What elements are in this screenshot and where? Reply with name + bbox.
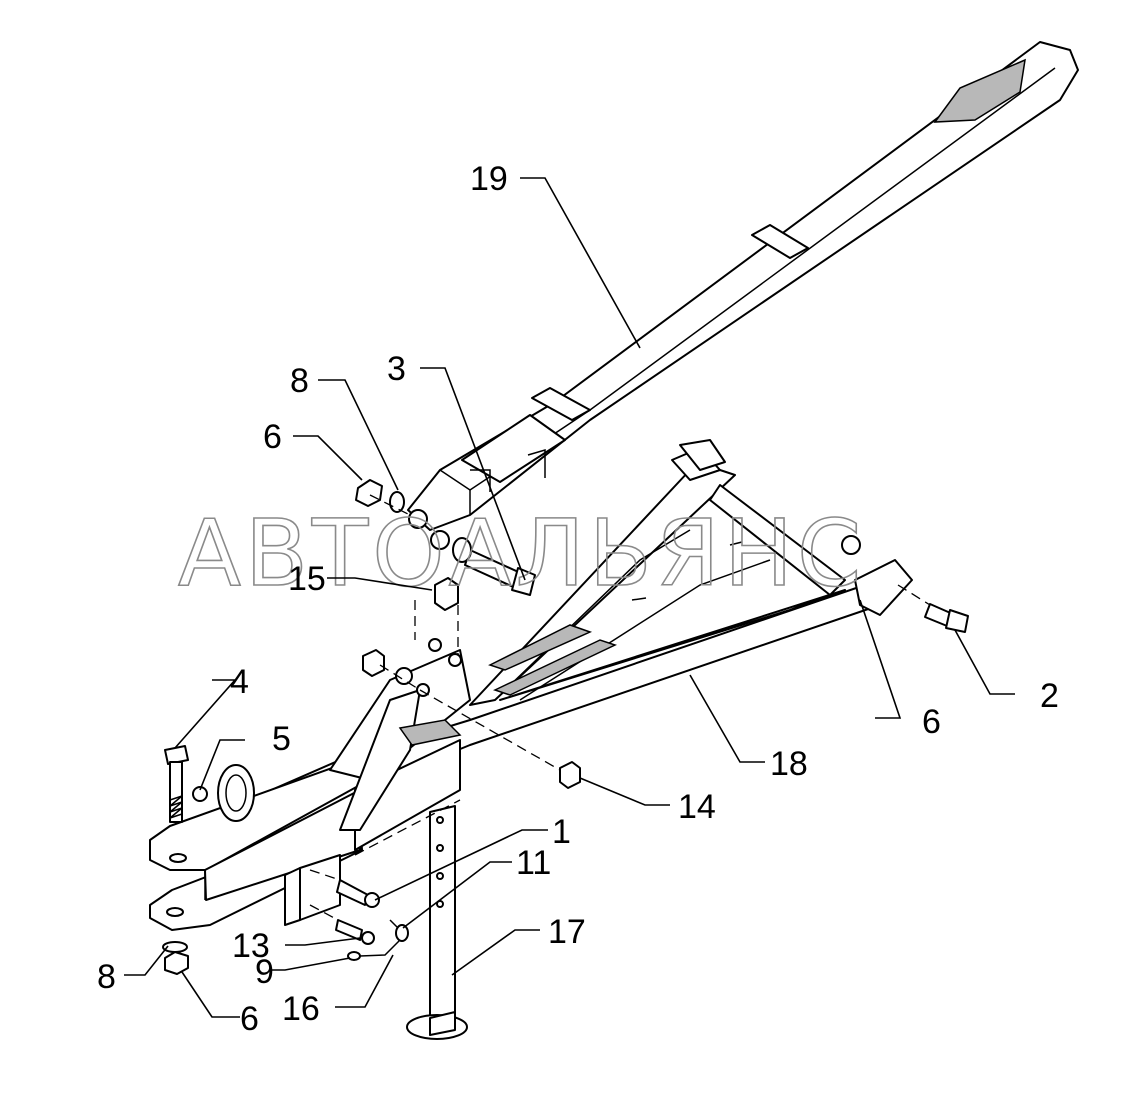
callout-2: 2 [1040,677,1059,715]
callout-17: 17 [548,913,586,951]
callout-8-bottom: 8 [97,958,116,996]
callout-15: 15 [288,560,326,598]
callout-9: 9 [255,953,274,991]
callout-6-top: 6 [263,418,282,456]
callout-1: 1 [552,813,571,851]
stand-17 [284,805,468,1040]
assembly-lines [309,494,931,921]
callout-16: 16 [282,990,320,1028]
callout-18: 18 [770,745,808,783]
frame-18 [179,439,913,871]
callout-4: 4 [230,663,249,701]
callout-14: 14 [678,788,716,826]
fasteners [162,479,969,975]
callout-19: 19 [470,160,508,198]
callout-labels: 19 8 3 6 15 4 5 2 6 18 14 1 11 17 13 9 1… [97,160,1059,1038]
callout-11: 11 [516,844,551,882]
leader-lines [124,177,1015,1018]
callout-8-top: 8 [290,362,309,400]
callout-3: 3 [387,350,406,388]
callout-6-right: 6 [922,703,941,741]
callout-5: 5 [272,720,291,758]
callout-13: 13 [232,927,270,965]
beam-19 [407,41,1079,550]
callout-6-bottom: 6 [240,1000,259,1038]
watermark: АВТОАЛЬЯНС [178,500,865,607]
